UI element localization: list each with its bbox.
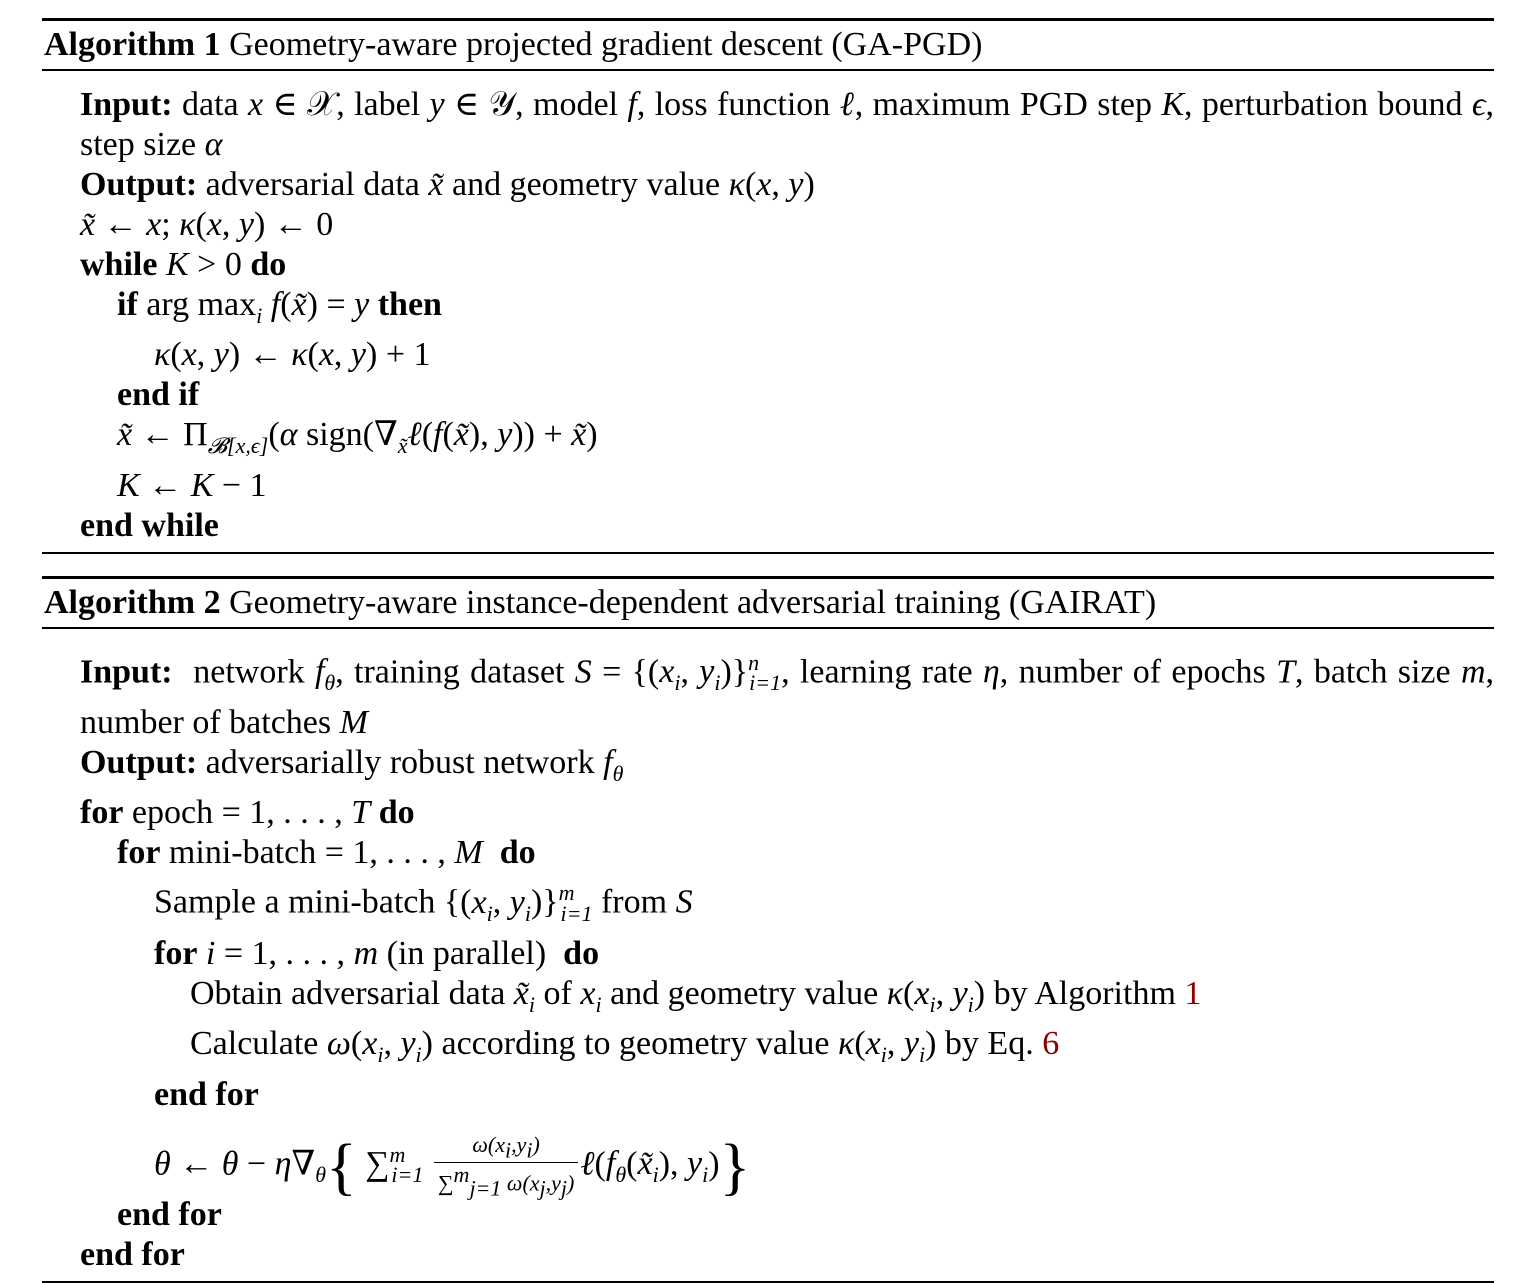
algo-line-endfor-i: end for bbox=[154, 1076, 259, 1114]
algorithm-caption: Algorithm 2 Geometry-aware instance-depe… bbox=[42, 579, 1494, 627]
algorithm-label: Algorithm 1 bbox=[44, 26, 221, 63]
bottom-rule bbox=[42, 1281, 1494, 1283]
algo-line-for-epoch: for epoch = 1, . . . , T do bbox=[80, 794, 415, 832]
algorithm-title: Geometry-aware instance-dependent advers… bbox=[229, 584, 1157, 621]
weight-fraction: ω(xi,yi)∑mj=1 ω(xj,yj) bbox=[433, 1132, 579, 1201]
algo-line-endfor-epoch: end for bbox=[80, 1236, 185, 1274]
algo-line-endwhile: end while bbox=[80, 507, 219, 545]
algo-line-input: Input: network fθ, training dataset S = … bbox=[80, 649, 1494, 741]
bottom-rule bbox=[42, 552, 1494, 554]
equation-reference-link[interactable]: 6 bbox=[1042, 1025, 1060, 1063]
algo-line-output: Output: adversarially robust network fθ bbox=[80, 743, 624, 786]
algo-line-while: while K > 0 do bbox=[80, 245, 287, 283]
algo-line-calculate: Calculate ω(xi, yi) according to geometr… bbox=[190, 1025, 1060, 1068]
algo-line-init: x̃ ← x; κ(x, y) ← 0 bbox=[80, 205, 334, 243]
algorithm-title: Geometry-aware projected gradient descen… bbox=[229, 26, 983, 63]
algo-line-for-i: for i = 1, . . . , m (in parallel) do bbox=[154, 934, 600, 972]
top-rule bbox=[42, 576, 1494, 579]
algo-line-if: if arg maxi f(x̃) = y then bbox=[117, 285, 442, 328]
algo-line-obtain: Obtain adversarial data x̃i of xi and ge… bbox=[190, 974, 1202, 1017]
algorithm-body: Input: network fθ, training dataset S = … bbox=[42, 629, 1494, 1282]
algo-line-project: x̃ ← Π𝓑[x,ϵ](α sign(∇x̃ℓ(f(x̃), y)) + x̃… bbox=[117, 416, 598, 459]
algo-line-sample: Sample a mini-batch {(xi, yi)}mi=1 from … bbox=[154, 880, 693, 926]
algorithm-body: Input: data x ∈ 𝒳, label y ∈ 𝒴, model f,… bbox=[42, 71, 1494, 553]
algorithm-caption: Algorithm 1 Geometry-aware projected gra… bbox=[42, 21, 1494, 69]
algo-line-output: Output: adversarial data x̃ and geometry… bbox=[80, 165, 815, 203]
algo-line-increment: κ(x, y) ← κ(x, y) + 1 bbox=[154, 336, 431, 374]
algo-line-update: θ ← θ − η∇θ{ ∑mi=1 ω(xi,yi)∑mj=1 ω(xj,yj… bbox=[154, 1130, 751, 1202]
algo-line-endfor-batch: end for bbox=[117, 1196, 222, 1234]
algorithm-label: Algorithm 2 bbox=[44, 584, 221, 621]
algo-line-for-batch: for mini-batch = 1, . . . , M do bbox=[117, 834, 536, 872]
caption-rule bbox=[42, 69, 1494, 71]
algorithm-2-block: Algorithm 2 Geometry-aware instance-depe… bbox=[42, 576, 1494, 1283]
algorithm-1-block: Algorithm 1 Geometry-aware projected gra… bbox=[42, 18, 1494, 554]
algorithm-reference-link[interactable]: 1 bbox=[1184, 974, 1202, 1012]
top-rule bbox=[42, 18, 1494, 21]
algo-line-decrement: K ← K − 1 bbox=[117, 467, 267, 505]
algo-line-input: Input: data x ∈ 𝒳, label y ∈ 𝒴, model f,… bbox=[80, 85, 1495, 163]
algo-line-endif: end if bbox=[117, 376, 200, 414]
caption-rule bbox=[42, 627, 1494, 629]
